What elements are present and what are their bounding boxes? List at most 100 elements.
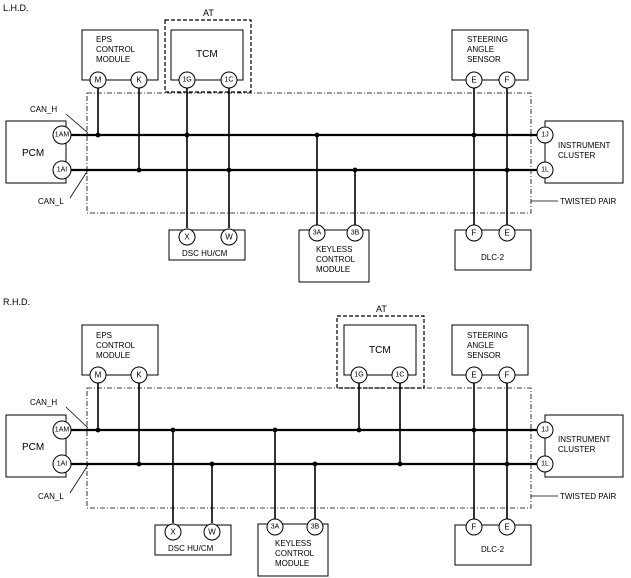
svg-text:3A: 3A xyxy=(313,230,322,237)
lhd-pin-dsc-x: X xyxy=(178,228,196,246)
svg-text:CLUSTER: CLUSTER xyxy=(558,445,596,454)
lhd-pin-eps-k: K xyxy=(130,71,148,89)
rhd-pin-eps-m: M xyxy=(89,366,107,384)
svg-text:1J: 1J xyxy=(541,427,548,434)
rhd-pin-eps-k: K xyxy=(130,366,148,384)
lhd-can-h-label: CAN_H xyxy=(30,105,57,114)
rhd-pin-tcm-1g: 1G xyxy=(350,366,368,384)
svg-text:W: W xyxy=(208,528,216,537)
svg-text:KEYLESS: KEYLESS xyxy=(275,539,311,548)
svg-text:1C: 1C xyxy=(225,77,234,84)
svg-text:E: E xyxy=(504,523,509,532)
rhd-can-l-leader xyxy=(69,464,89,494)
rhd-pin-sas-f: F xyxy=(498,366,516,384)
lhd-eps-control-module: EPS CONTROL MODULE xyxy=(81,29,159,81)
svg-text:1L: 1L xyxy=(541,461,549,468)
lhd-can-l-label: CAN_L xyxy=(38,197,64,206)
rhd-pin-cluster-1j: 1J xyxy=(536,421,554,439)
lhd-pin-pcm-1ai: 1AI xyxy=(52,160,72,180)
lhd-pin-tcm-1c: 1C xyxy=(220,71,238,89)
lhd-pin-dsc-w: W xyxy=(220,228,238,246)
svg-text:INSTRUMENT: INSTRUMENT xyxy=(558,141,611,150)
rhd-pin-cluster-1l: 1L xyxy=(536,455,554,473)
lhd-twisted-pair-outline xyxy=(86,92,532,214)
svg-text:CONTROL: CONTROL xyxy=(96,45,136,54)
svg-text:M: M xyxy=(95,371,102,380)
rhd-steering-angle-sensor: STEERING ANGLE SENSOR xyxy=(451,324,529,376)
rhd-can-h-label: CAN_H xyxy=(30,398,57,407)
svg-text:DLC-2: DLC-2 xyxy=(481,545,505,554)
rhd-pin-keyless-3b: 3B xyxy=(306,518,324,536)
rhd-at-outline xyxy=(336,315,425,389)
svg-text:1C: 1C xyxy=(396,372,405,379)
rhd-dlc-2: DLC-2 xyxy=(454,524,532,566)
rhd-pin-dsc-x: X xyxy=(164,523,182,541)
svg-text:1AI: 1AI xyxy=(57,461,68,468)
svg-text:ANGLE: ANGLE xyxy=(467,341,494,350)
lhd-instrument-cluster: INSTRUMENT CLUSTER xyxy=(544,120,624,184)
lhd-steering-angle-sensor: STEERING ANGLE SENSOR xyxy=(451,29,529,81)
svg-text:F: F xyxy=(472,229,477,238)
svg-text:3B: 3B xyxy=(351,230,360,237)
svg-text:K: K xyxy=(136,76,142,85)
rhd-at-label: AT xyxy=(376,304,387,314)
svg-text:F: F xyxy=(472,523,477,532)
svg-text:TCM: TCM xyxy=(369,345,391,356)
lhd-can-l-leader xyxy=(69,169,89,199)
svg-text:KEYLESS: KEYLESS xyxy=(316,245,352,254)
svg-text:E: E xyxy=(504,229,509,238)
svg-text:SENSOR: SENSOR xyxy=(467,55,501,64)
svg-text:EPS: EPS xyxy=(96,35,112,44)
rhd-pin-dlc-f: F xyxy=(465,518,483,536)
svg-text:1G: 1G xyxy=(354,372,363,379)
rhd-pin-dsc-w: W xyxy=(203,523,221,541)
svg-text:1L: 1L xyxy=(541,167,549,174)
svg-text:1G: 1G xyxy=(182,77,191,84)
lhd-pin-dlc-f: F xyxy=(465,224,483,242)
svg-text:MODULE: MODULE xyxy=(316,265,350,274)
svg-text:1AM: 1AM xyxy=(55,132,70,139)
svg-text:ANGLE: ANGLE xyxy=(467,45,494,54)
svg-text:1AI: 1AI xyxy=(57,167,68,174)
svg-text:PCM: PCM xyxy=(22,148,44,159)
svg-text:CONTROL: CONTROL xyxy=(275,549,315,558)
svg-text:STEERING: STEERING xyxy=(467,331,508,340)
svg-text:PCM: PCM xyxy=(22,442,44,453)
svg-text:TCM: TCM xyxy=(196,49,218,60)
svg-text:MODULE: MODULE xyxy=(96,55,130,64)
svg-text:1AM: 1AM xyxy=(55,427,70,434)
lhd-pin-keyless-3a: 3A xyxy=(308,224,326,242)
lhd-pin-dlc-e: E xyxy=(498,224,516,242)
svg-text:W: W xyxy=(225,233,233,242)
lhd-pin-cluster-1l: 1L xyxy=(536,161,554,179)
svg-text:X: X xyxy=(184,233,190,242)
rhd-can-h-leader xyxy=(65,406,89,429)
rhd-diagram: R.H.D. TWISTED PAIR EPS CONTROL MODULE A… xyxy=(3,297,624,577)
lhd-pin-sas-f: F xyxy=(498,71,516,89)
svg-text:K: K xyxy=(136,371,142,380)
svg-text:E: E xyxy=(471,371,476,380)
svg-text:DSC HU/CM: DSC HU/CM xyxy=(168,544,214,553)
lhd-pin-pcm-1am: 1AM xyxy=(52,125,72,145)
rhd-pin-pcm-1ai: 1AI xyxy=(52,454,72,474)
lhd-keyless-control-module: KEYLESS CONTROL MODULE xyxy=(298,229,370,283)
svg-text:DLC-2: DLC-2 xyxy=(481,253,505,262)
lhd-diagram: L.H.D. TWISTED PAIR EPS CONTROL MODULE A… xyxy=(3,3,624,283)
rhd-pin-sas-e: E xyxy=(465,366,483,384)
lhd-pin-tcm-1g: 1G xyxy=(178,71,196,89)
svg-text:CONTROL: CONTROL xyxy=(96,341,136,350)
rhd-twisted-pair-label: TWISTED PAIR xyxy=(560,492,617,501)
rhd-pin-dlc-e: E xyxy=(498,518,516,536)
svg-text:X: X xyxy=(170,528,176,537)
rhd-pin-keyless-3a: 3A xyxy=(266,518,284,536)
rhd-pin-tcm-1c: 1C xyxy=(391,366,409,384)
lhd-at-outline xyxy=(164,19,252,93)
lhd-can-h-leader xyxy=(65,113,89,134)
lhd-pin-cluster-1j: 1J xyxy=(536,126,554,144)
svg-text:MODULE: MODULE xyxy=(96,351,130,360)
svg-text:EPS: EPS xyxy=(96,331,112,340)
lhd-tcm: TCM xyxy=(170,29,244,81)
rhd-can-l-label: CAN_L xyxy=(38,492,64,501)
lhd-pin-sas-e: E xyxy=(465,71,483,89)
